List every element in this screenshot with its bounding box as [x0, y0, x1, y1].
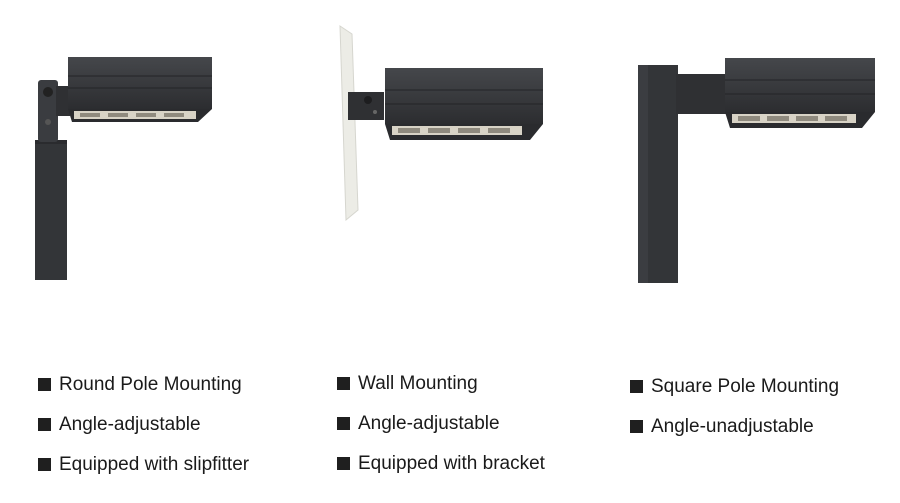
square-bullet-icon [38, 417, 51, 431]
column-square-pole: Square Pole Mounting Angle-unadjustable [600, 0, 900, 503]
feature-item: Square Pole Mounting [630, 366, 839, 406]
square-bullet-icon [38, 457, 51, 471]
square-pole-light-illustration [638, 58, 875, 283]
round-pole-light-illustration [35, 57, 212, 280]
feature-item: Round Pole Mounting [38, 364, 249, 404]
feature-item: Wall Mounting [337, 363, 545, 403]
flood-light-housing [68, 57, 212, 109]
square-bullet-icon [337, 416, 350, 430]
square-bullet-icon [337, 456, 350, 470]
led-panel [732, 114, 856, 123]
wall-light-illustration [339, 25, 543, 222]
feature-item: Angle-adjustable [38, 404, 249, 444]
feature-item: Angle-unadjustable [630, 406, 839, 446]
feature-item: Angle-adjustable [337, 403, 545, 443]
square-bullet-icon [630, 419, 643, 433]
flood-light-housing [725, 58, 875, 112]
wall-bracket [348, 92, 384, 120]
led-panel [74, 111, 196, 119]
wall [339, 25, 359, 222]
column-round-pole: Round Pole Mounting Angle-adjustable Equ… [0, 0, 300, 503]
feature-item: Equipped with slipfitter [38, 444, 249, 484]
slipfitter [38, 80, 58, 142]
feature-item: Equipped with bracket [337, 443, 545, 483]
square-bullet-icon [630, 379, 643, 393]
led-panel [392, 126, 522, 135]
round-pole [35, 140, 67, 280]
pole-arm [676, 74, 728, 114]
square-bullet-icon [337, 376, 350, 390]
flood-light-housing [385, 68, 543, 124]
square-bullet-icon [38, 377, 51, 391]
column-wall: Wall Mounting Angle-adjustable Equipped … [300, 0, 600, 503]
